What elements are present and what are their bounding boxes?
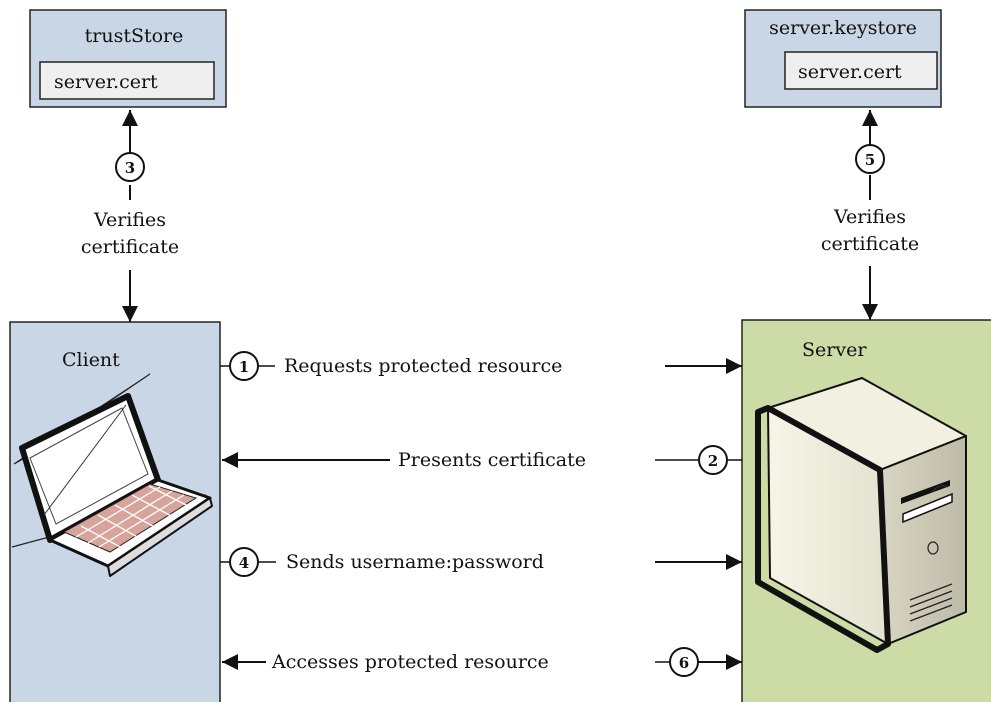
client-label: Client [62,349,120,371]
server-keystore-entry-box [784,51,938,90]
server-keystore-title: server.keystore [769,17,917,39]
step-1-number: 1 [239,358,249,376]
verify-server-connector: 5 Verifies certificate [821,110,919,320]
server-label: Server [802,339,867,361]
server-keystore: server.keystore server.cert [744,9,942,108]
verify-client-line1: Verifies [93,209,166,231]
step-6-text: Accesses protected resource [271,651,549,673]
step-5-number: 5 [865,151,875,169]
client-node: Client [9,321,221,702]
step-1-text: Requests protected resource [284,355,562,377]
server-tower-icon [755,377,967,653]
step-4-number: 4 [239,554,249,572]
step-4-text: Sends username:password [286,551,544,573]
server-node: Server [741,319,991,702]
verify-client-connector: 3 Verifies certificate [81,110,179,322]
trust-store: trustStore server.cert [29,9,227,108]
step-6-message: Accesses protected resource 6 [222,647,742,677]
step-1-message: 1 Requests protected resource [220,351,742,381]
step-6-number: 6 [679,654,689,672]
verify-server-line1: Verifies [833,206,906,228]
laptop-icon [11,373,213,577]
trust-store-entry: server.cert [54,71,158,93]
step-2-text: Presents certificate [398,449,586,471]
trust-store-entry-box [39,61,215,100]
step-3-number: 3 [125,159,135,177]
verify-client-line2: certificate [81,236,179,258]
server-keystore-entry: server.cert [798,61,902,83]
trust-store-title: trustStore [85,25,184,47]
step-4-message: 4 Sends username:password [220,547,742,577]
step-2-message: Presents certificate 2 [222,445,742,475]
step-2-number: 2 [708,452,718,470]
verify-server-line2: certificate [821,233,919,255]
